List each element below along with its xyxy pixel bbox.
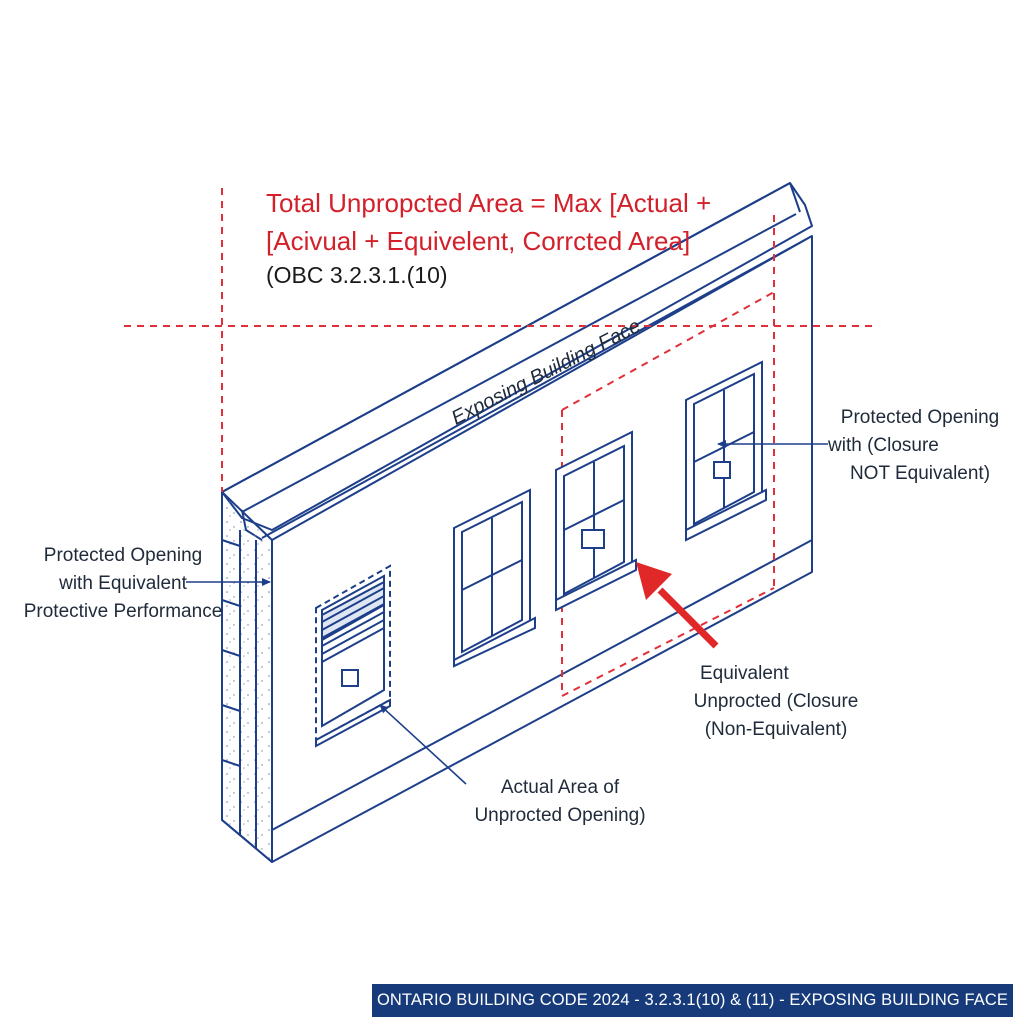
callout-left: Protected Opening with Equivalent Protec… [10,542,236,626]
window-plain [453,488,536,668]
code-reference: (OBC 3.2.3.1.(10) [266,262,448,288]
callout-left-line: Protective Performance [23,601,223,622]
callout-left-line: with Equivalent [59,573,187,594]
callout-right-line: with (Closure [828,435,939,456]
callout-arrows [186,440,828,785]
callout-middle-line: Equivalent [700,663,789,684]
callout-right: Protected Opening with (Closure NOT Equi… [820,404,1020,488]
callout-middle-line: Unprocted (Closure [693,691,859,712]
red-arrow [636,562,719,649]
formula-line-1: Total Unpropcted Area = Max [Actual + [266,188,712,218]
window-closure-non-equivalent [555,430,637,612]
callout-middle: Equivalent Unprocted (Closure (Non-Equiv… [676,660,876,744]
window-shuttered [315,564,391,748]
footer-banner: ONTARIO BUILDING CODE 2024 - 3.2.3.1(10)… [372,984,1013,1017]
callout-bottom-line: Unprocted Opening) [474,805,646,826]
formula-line-2: [Acivual + Equivelent, Corrcted Area] [266,226,691,256]
callout-left-line: Protected Opening [43,545,203,566]
wall [221,182,813,863]
callout-right-line: NOT Equivalent) [849,463,991,484]
callout-right-line: Protected Opening [840,407,1000,428]
callout-bottom-line: Actual Area of [500,777,620,798]
callout-middle-line: (Non-Equivalent) [704,719,848,740]
callout-bottom: Actual Area of Unprocted Opening) [460,774,660,830]
